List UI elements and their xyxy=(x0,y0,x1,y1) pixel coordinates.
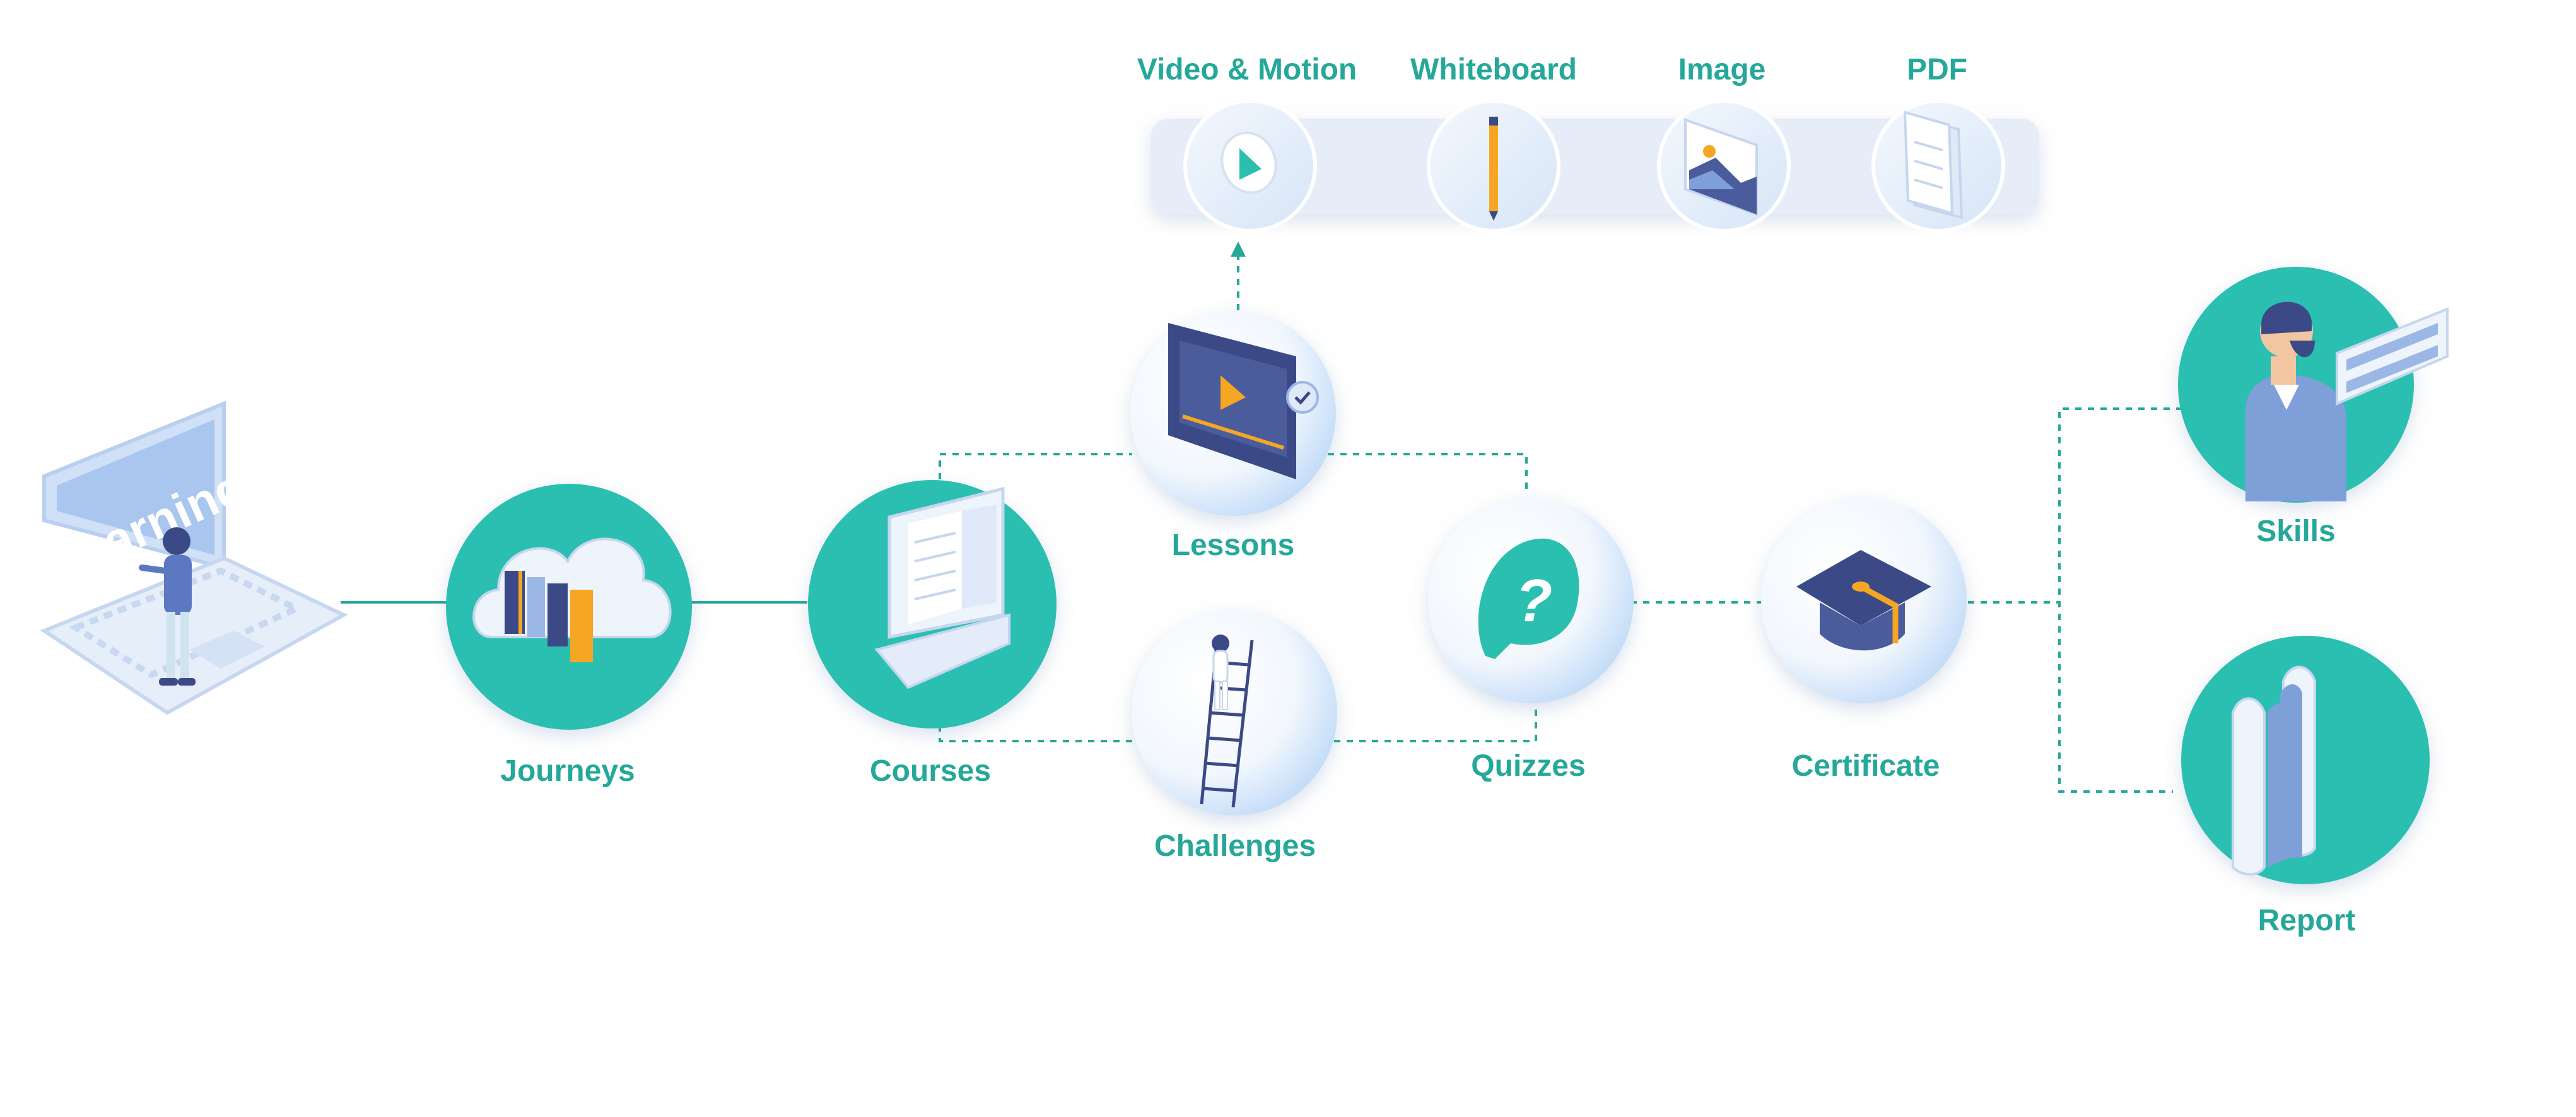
play-button-icon xyxy=(1221,131,1277,194)
report-label: Report xyxy=(2258,904,2356,937)
cloud-books-icon xyxy=(472,537,672,662)
question-mark: ? xyxy=(1516,567,1553,635)
node-courses: Courses xyxy=(808,480,1057,788)
laptop-trackpad xyxy=(189,631,265,669)
node-certificate: Certificate xyxy=(1761,498,1967,783)
skills-label: Skills xyxy=(2256,515,2335,548)
node-journeys: Journeys xyxy=(446,484,692,788)
connectors xyxy=(341,242,2182,793)
media-pdf-label: PDF xyxy=(1907,53,1967,86)
graduation-cap-icon xyxy=(1796,550,1931,651)
lessons-label: Lessons xyxy=(1172,529,1295,562)
laptop-keyboard xyxy=(68,567,304,679)
certificate-label: Certificate xyxy=(1792,749,1940,783)
connector-lessons-quizzes xyxy=(1328,453,1528,495)
document-icon xyxy=(1903,110,1964,219)
quizzes-label: Quizzes xyxy=(1471,749,1585,783)
challenges-circle xyxy=(1132,610,1337,816)
media-whiteboard-label: Whiteboard xyxy=(1410,53,1577,86)
connector-courses-challenges xyxy=(939,725,1132,742)
courses-label: Courses xyxy=(870,754,991,788)
node-skills: Skills xyxy=(2178,267,2449,548)
journeys-label: Journeys xyxy=(500,754,635,788)
node-quizzes: ? Quizzes xyxy=(1428,498,1634,783)
connector-courses-lessons xyxy=(939,453,1132,479)
connector-challenges-quizzes xyxy=(1334,697,1537,742)
person-skills-icon xyxy=(2245,301,2346,501)
person-at-laptop xyxy=(139,527,196,686)
media-video-label: Video & Motion xyxy=(1137,53,1357,86)
climber-figure xyxy=(1212,635,1229,710)
media-pdf: PDF xyxy=(1871,53,2005,233)
node-report: Report xyxy=(2181,636,2430,937)
question-bubble-icon: ? xyxy=(1478,538,1579,659)
pencil-icon xyxy=(1489,117,1498,221)
challenges-label: Challenges xyxy=(1154,829,1316,863)
media-image: Image xyxy=(1657,53,1791,233)
node-challenges: Challenges xyxy=(1132,610,1337,863)
learning-laptop: Learning xyxy=(40,401,348,715)
skills-card-icon xyxy=(2336,307,2449,406)
report-pages-icon xyxy=(2232,665,2316,876)
media-panel: Video & Motion Whiteboard Image xyxy=(1137,53,2039,233)
laptop-screen-inner xyxy=(57,419,214,555)
laptop-book-icon xyxy=(874,486,1010,689)
picture-icon xyxy=(1684,118,1758,216)
media-bar xyxy=(1151,119,2039,214)
ladder-climber-icon xyxy=(1200,636,1254,808)
media-video: Video & Motion xyxy=(1137,53,1357,233)
check-badge-icon xyxy=(1286,381,1319,414)
node-lessons: Lessons xyxy=(1130,310,1336,562)
connector-branch-skills xyxy=(2058,407,2182,793)
media-image-label: Image xyxy=(1678,53,1766,86)
video-screen-icon xyxy=(1168,323,1319,479)
media-whiteboard: Whiteboard xyxy=(1410,53,1577,233)
